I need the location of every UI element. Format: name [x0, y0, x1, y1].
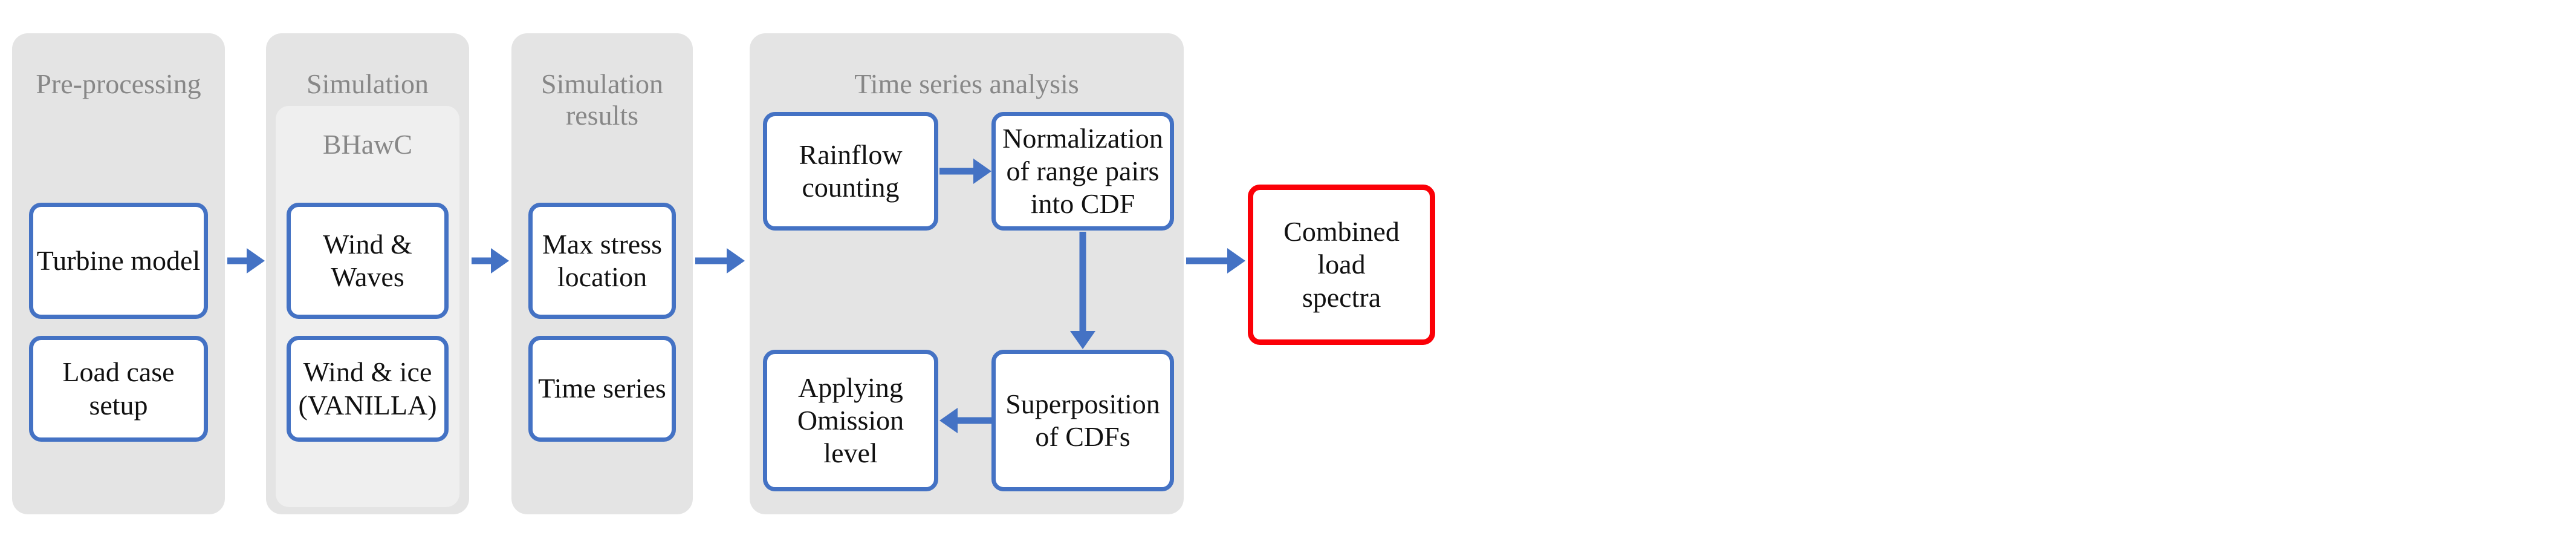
arrow-analysis-to-combined	[1186, 246, 1245, 276]
node-load-case-setup-label: Load case setup	[62, 356, 175, 421]
node-normalization-cdf-label: Normalization of range pairs into CDF	[1002, 122, 1163, 220]
group-simulation-title: Simulation	[307, 68, 429, 99]
group-time-series-analysis-title: Time series analysis	[854, 68, 1079, 99]
node-rainflow-counting[interactable]: Rainflow counting	[763, 112, 938, 231]
node-load-case-setup[interactable]: Load case setup	[29, 336, 208, 442]
node-turbine-model[interactable]: Turbine model	[29, 203, 208, 319]
node-rainflow-counting-label: Rainflow counting	[799, 139, 903, 203]
node-wind-ice-label: Wind & ice (VANILLA)	[298, 356, 437, 421]
arrow-rainflow-to-normalization	[939, 156, 991, 186]
arrow-head-right-icon	[1227, 248, 1245, 274]
arrow-shaft	[227, 257, 251, 264]
arrow-simulation-to-results	[472, 246, 509, 276]
node-applying-omission-level-label: Applying Omission level	[797, 372, 904, 469]
arrow-shaft	[472, 257, 496, 264]
arrow-results-to-analysis	[695, 246, 745, 276]
node-normalization-cdf[interactable]: Normalization of range pairs into CDF	[991, 112, 1174, 231]
arrow-shaft	[954, 417, 991, 424]
arrow-shaft	[695, 257, 730, 264]
arrow-head-right-icon	[491, 248, 509, 274]
arrow-head-right-icon	[973, 159, 991, 184]
arrow-shaft	[939, 168, 977, 175]
node-time-series-label: Time series	[538, 373, 666, 404]
node-wind-waves-label: Wind & Waves	[323, 228, 412, 292]
node-combined-load-spectra-label: Combined load spectra	[1283, 216, 1400, 313]
arrow-superposition-to-omission	[939, 405, 991, 436]
node-max-stress-location[interactable]: Max stress location	[528, 203, 676, 319]
node-applying-omission-level[interactable]: Applying Omission level	[763, 350, 938, 491]
arrow-head-right-icon	[247, 248, 265, 274]
group-bhawc-title: BHawC	[322, 129, 413, 160]
arrow-head-right-icon	[727, 248, 745, 274]
arrow-head-down-icon	[1070, 331, 1095, 349]
node-wind-waves[interactable]: Wind & Waves	[287, 203, 449, 319]
arrow-head-left-icon	[939, 408, 958, 433]
group-preprocessing-title: Pre-processing	[36, 68, 201, 99]
node-superposition-cdfs[interactable]: Superposition of CDFs	[991, 350, 1174, 491]
node-turbine-model-label: Turbine model	[36, 244, 201, 276]
node-superposition-cdfs-label: Superposition of CDFs	[1005, 388, 1160, 452]
arrow-preprocessing-to-simulation	[227, 246, 265, 276]
node-wind-ice[interactable]: Wind & ice (VANILLA)	[287, 336, 449, 442]
arrow-shaft	[1186, 257, 1231, 264]
node-max-stress-location-label: Max stress location	[542, 228, 663, 292]
arrow-shaft	[1079, 232, 1086, 332]
node-time-series[interactable]: Time series	[528, 336, 676, 442]
node-combined-load-spectra[interactable]: Combined load spectra	[1248, 185, 1435, 345]
arrow-normalization-to-superposition	[1068, 232, 1098, 349]
group-simulation-results-title: Simulation results	[541, 68, 663, 131]
